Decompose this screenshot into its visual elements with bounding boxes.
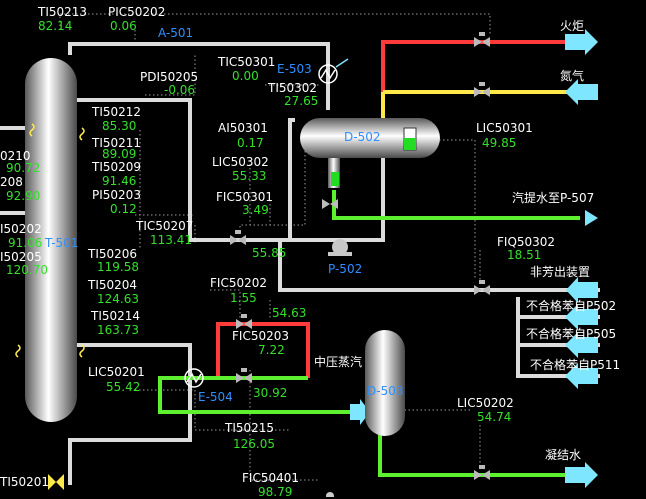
bottom-valve[interactable] (48, 474, 64, 490)
nitrogen-label: 氮气 (560, 69, 585, 83)
tic50301-value[interactable]: 0.00 (232, 69, 259, 83)
pdi50205-tag: PDI50205 (140, 70, 199, 84)
ti50211-tag: TI50211 (92, 136, 142, 150)
lic50301-tag: LIC50301 (476, 121, 533, 135)
d503-label: D-503 (367, 384, 404, 398)
fic50301-tag: FIC50301 (216, 190, 273, 204)
e504-label: E-504 (198, 390, 233, 404)
fic50401-tag: FIC50401 (242, 471, 299, 485)
pump-p502[interactable] (328, 239, 352, 256)
water-pipes (158, 190, 580, 477)
ti50204-tag: TI50204 (88, 278, 138, 292)
process-pipes (0, 42, 600, 485)
ti50209-tag: TI50209 (92, 160, 142, 174)
non-aromatics-label: 非芳出装置 (530, 265, 591, 279)
ti50213-value[interactable]: 82.14 (38, 19, 73, 33)
ti50206-value[interactable]: 119.58 (97, 260, 139, 274)
condensate-label: 凝结水 (545, 448, 582, 462)
pic50202-value[interactable]: 0.06 (110, 19, 137, 33)
coil-icons (15, 123, 85, 358)
lic50201-tag: LIC50201 (88, 365, 145, 379)
exchanger-e503[interactable] (318, 58, 349, 84)
ti50212-value[interactable]: 85.30 (102, 119, 137, 133)
fic50203-tag: FIC50203 (232, 329, 289, 343)
ti50212-tag: TI50212 (92, 105, 142, 119)
ti50201-tag: TI50201 (0, 475, 50, 489)
left-value-d[interactable]: 120.70 (6, 263, 48, 277)
d502-label: D-502 (344, 130, 381, 144)
fiq50302-value[interactable]: 18.51 (507, 248, 542, 262)
lic50202-tag: LIC50202 (457, 396, 514, 410)
ti50204-value[interactable]: 124.63 (97, 292, 139, 306)
offspec-p502-label: 不合格苯自P502 (526, 299, 617, 313)
e504-outlet-value[interactable]: 30.92 (253, 386, 288, 400)
pi50203-tag: PI50203 (92, 188, 141, 202)
left-tag-c: I50202 (0, 222, 42, 236)
exchanger-e504[interactable] (184, 368, 204, 388)
ti50211-value[interactable]: 89.09 (102, 147, 137, 161)
ti50209-value[interactable]: 91.46 (102, 174, 137, 188)
fic50301-value[interactable]: 3.49 (242, 203, 269, 217)
fic50202-tag: FIC50202 (210, 276, 267, 290)
drum-d502[interactable] (300, 118, 440, 188)
ti50213-tag: TI50213 (38, 5, 88, 19)
t501-label: T-501 (45, 236, 79, 250)
control-valves[interactable] (230, 32, 490, 497)
left-tag-d: I50205 (0, 250, 42, 264)
mp-steam-label: 中压蒸汽 (314, 355, 363, 369)
ti50302-value[interactable]: 27.65 (284, 94, 319, 108)
fic50202-outlet-value[interactable]: 54.63 (272, 306, 307, 320)
fic50202-value[interactable]: 1.55 (230, 291, 257, 305)
ti50214-value[interactable]: 163.73 (97, 323, 139, 337)
drum-d503[interactable] (365, 330, 405, 436)
left-tag-a: 0210 (0, 149, 31, 163)
ti50215-tag: TI50215 (225, 421, 275, 435)
e503-label: E-503 (277, 62, 312, 76)
pi50203-value[interactable]: 0.12 (110, 202, 137, 216)
lic50201-value[interactable]: 55.42 (106, 380, 141, 394)
lic50302-value[interactable]: 55.33 (232, 169, 267, 183)
lic50302-tag: LIC50302 (212, 155, 269, 169)
column-t501[interactable] (25, 58, 77, 422)
offspec-p505-label: 不合格苯自P505 (526, 327, 617, 341)
fic50401-value[interactable]: 98.79 (258, 485, 293, 499)
lic50202-value[interactable]: 54.74 (477, 410, 512, 424)
stripped-water-label: 汽提水至P-507 (512, 191, 595, 205)
a501-label: A-501 (158, 26, 194, 40)
ti50302-tag: TI50302 (268, 81, 318, 95)
pdi50205-value[interactable]: -0.06 (164, 83, 196, 97)
tic50207-tag: TIC50207 (136, 219, 194, 233)
flare-label: 火炬 (560, 19, 585, 33)
ti50214-tag: TI50214 (91, 309, 141, 323)
ai50301-tag: AI50301 (218, 121, 268, 135)
flare-pipe (216, 40, 580, 378)
ti50215-value[interactable]: 126.05 (233, 437, 275, 451)
nitrogen-pipe (381, 90, 580, 122)
left-tag-b: 208 (0, 175, 23, 189)
left-value-c[interactable]: 91.06 (8, 236, 43, 250)
fiq50302-tag: FIQ50302 (497, 235, 556, 249)
left-value-b[interactable]: 92.90 (6, 189, 41, 203)
offspec-p511-label: 不合格苯自P511 (530, 358, 621, 372)
p502-label: P-502 (328, 262, 363, 276)
fic50203-value[interactable]: 7.22 (258, 343, 285, 357)
tic50207-value[interactable]: 113.41 (150, 233, 192, 247)
left-value-a[interactable]: 90.72 (6, 161, 41, 175)
tic50301-tag: TIC50301 (218, 55, 276, 69)
ti50206-tag: TI50206 (88, 247, 138, 261)
ai50301-value[interactable]: 0.17 (237, 136, 264, 150)
p502-outlet-value[interactable]: 55.85 (252, 246, 287, 260)
lic50301-value[interactable]: 49.85 (482, 136, 517, 150)
pic50202-tag: PIC50202 (108, 5, 166, 19)
